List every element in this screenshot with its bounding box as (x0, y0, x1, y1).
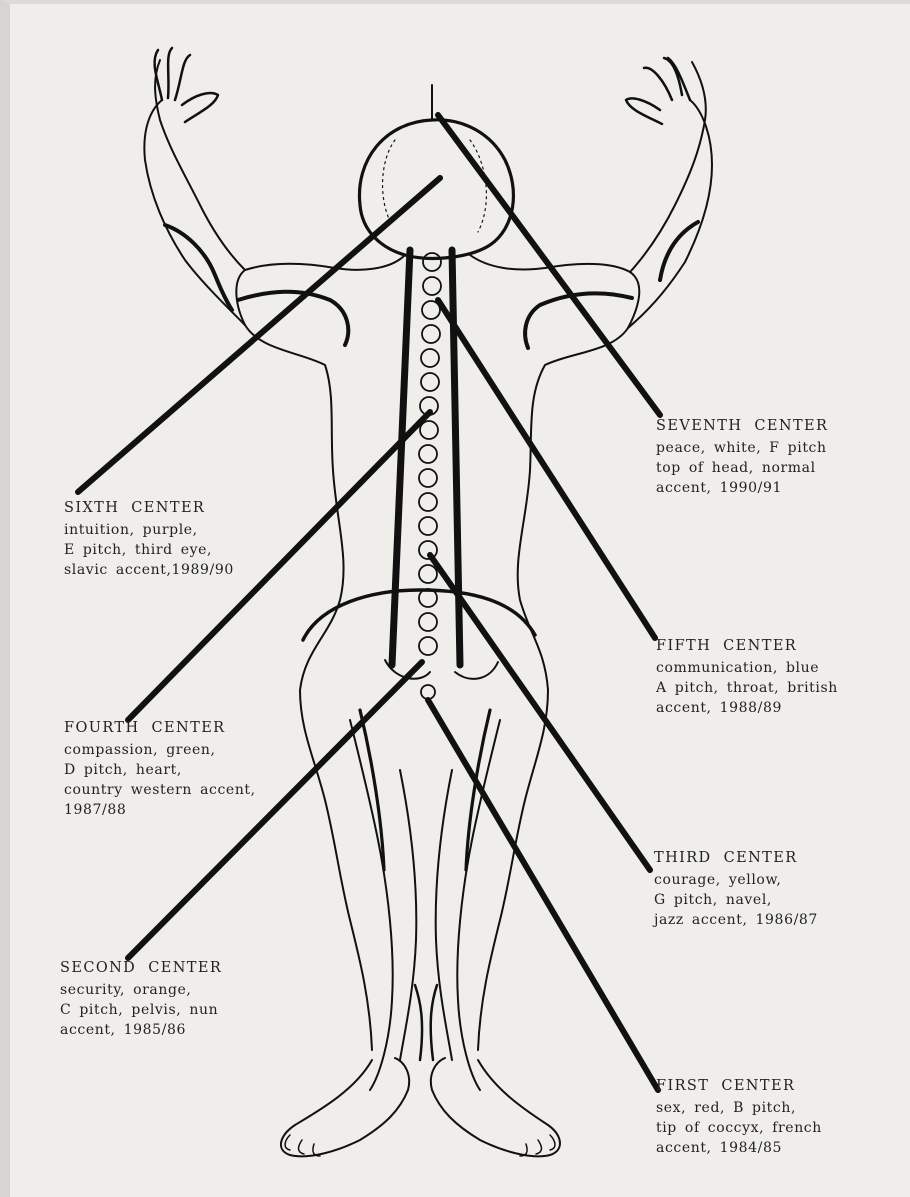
center-title: FOURTH CENTER (64, 718, 256, 738)
center-detail: tip of coccyx, french (656, 1118, 822, 1138)
pointer-seventh (438, 115, 660, 415)
center-detail: slavic accent,1989/90 (64, 560, 234, 580)
pointer-fifth (438, 300, 655, 638)
feet (281, 1058, 560, 1156)
center-title: SECOND CENTER (60, 958, 222, 978)
center-detail: communication, blue (656, 658, 838, 678)
center-detail: jazz accent, 1986/87 (654, 910, 818, 930)
center-title: FIRST CENTER (656, 1076, 822, 1096)
center-detail: country western accent, (64, 780, 256, 800)
label-second-center: SECOND CENTER security, orange, C pitch,… (60, 958, 222, 1040)
center-detail: accent, 1984/85 (656, 1138, 822, 1158)
label-sixth-center: SIXTH CENTER intuition, purple, E pitch,… (64, 498, 234, 580)
pointer-lines (78, 115, 660, 1090)
center-detail: C pitch, pelvis, nun (60, 1000, 222, 1020)
pointer-sixth (78, 178, 440, 492)
center-detail: top of head, normal (656, 458, 828, 478)
center-title: SIXTH CENTER (64, 498, 234, 518)
legs (350, 710, 500, 1090)
center-detail: A pitch, throat, british (656, 678, 838, 698)
center-detail: accent, 1990/91 (656, 478, 828, 498)
center-detail: compassion, green, (64, 740, 256, 760)
center-title: THIRD CENTER (654, 848, 818, 868)
center-detail: accent, 1985/86 (60, 1020, 222, 1040)
center-title: SEVENTH CENTER (656, 416, 828, 436)
arms (144, 48, 712, 348)
center-detail: security, orange, (60, 980, 222, 1000)
center-detail: E pitch, third eye, (64, 540, 234, 560)
center-title: FIFTH CENTER (656, 636, 838, 656)
pointer-third (430, 555, 650, 870)
center-detail: 1987/88 (64, 800, 256, 820)
label-first-center: FIRST CENTER sex, red, B pitch, tip of c… (656, 1076, 822, 1158)
center-detail: D pitch, heart, (64, 760, 256, 780)
label-seventh-center: SEVENTH CENTER peace, white, F pitch top… (656, 416, 828, 498)
center-detail: accent, 1988/89 (656, 698, 838, 718)
center-detail: peace, white, F pitch (656, 438, 828, 458)
center-detail: intuition, purple, (64, 520, 234, 540)
spinal-channels (392, 250, 460, 665)
center-detail: sex, red, B pitch, (656, 1098, 822, 1118)
label-third-center: THIRD CENTER courage, yellow, G pitch, n… (654, 848, 818, 930)
center-detail: courage, yellow, (654, 870, 818, 890)
head (359, 85, 513, 258)
vertebrae (419, 253, 441, 699)
center-detail: G pitch, navel, (654, 890, 818, 910)
label-fifth-center: FIFTH CENTER communication, blue A pitch… (656, 636, 838, 718)
torso (236, 255, 639, 1050)
label-fourth-center: FOURTH CENTER compassion, green, D pitch… (64, 718, 256, 820)
